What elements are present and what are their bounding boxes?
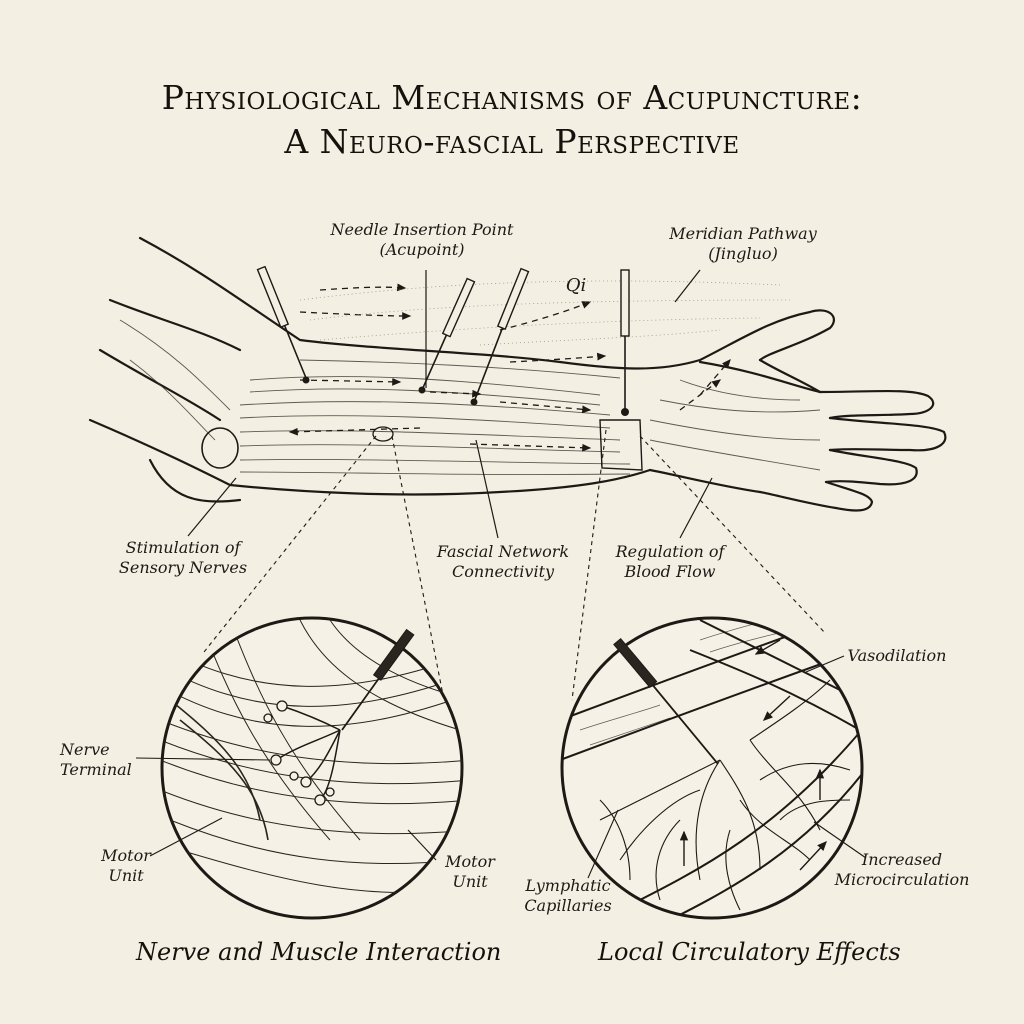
label-micro-line-1: Increased — [832, 850, 972, 870]
label-needle-line-1: Needle Insertion Point — [322, 220, 522, 240]
label-motor-unit-left: Motor Unit — [86, 846, 166, 886]
label-nerve-terminal: Nerve Terminal — [60, 740, 150, 780]
label-meridian-pathway: Meridian Pathway (Jingluo) — [648, 224, 838, 264]
label-motor-right-line-2: Unit — [430, 872, 510, 892]
label-blood-line-2: Blood Flow — [590, 562, 750, 582]
label-fascial-line-1: Fascial Network — [418, 542, 588, 562]
label-nerve-terminal-line-2: Terminal — [60, 760, 150, 780]
label-meridian-line-2: (Jingluo) — [648, 244, 838, 264]
label-increased-microcirculation: Increased Microcirculation — [832, 850, 972, 890]
label-fascial-network: Fascial Network Connectivity — [418, 542, 588, 582]
label-motor-unit-right: Motor Unit — [430, 852, 510, 892]
label-nerve-terminal-line-1: Nerve — [60, 740, 150, 760]
label-sensory-line-2: Sensory Nerves — [98, 558, 268, 578]
label-blood-line-1: Regulation of — [590, 542, 750, 562]
label-sensory-line-1: Stimulation of — [98, 538, 268, 558]
label-lymphatic-capillaries: Lymphatic Capillaries — [518, 876, 618, 916]
label-motor-left-line-2: Unit — [86, 866, 166, 886]
label-needle-insertion-point: Needle Insertion Point (Acupoint) — [322, 220, 522, 260]
label-qi: Qi — [556, 276, 596, 296]
caption-circulatory: Local Circulatory Effects — [598, 938, 901, 966]
label-motor-right-line-1: Motor — [430, 852, 510, 872]
elbow-joint — [202, 428, 238, 468]
qi-stipple — [300, 281, 790, 345]
insertion-dots — [303, 377, 630, 417]
label-vasodilation: Vasodilation — [842, 646, 952, 666]
label-micro-line-2: Microcirculation — [832, 870, 972, 890]
label-needle-line-2: (Acupoint) — [322, 240, 522, 260]
label-lymphatic-line-2: Capillaries — [518, 896, 618, 916]
caption-nerve-muscle: Nerve and Muscle Interaction — [136, 938, 501, 966]
label-meridian-line-1: Meridian Pathway — [648, 224, 838, 244]
label-blood-flow: Regulation of Blood Flow — [590, 542, 750, 582]
label-lymphatic-line-1: Lymphatic — [518, 876, 618, 896]
label-fascial-line-2: Connectivity — [418, 562, 588, 582]
label-motor-left-line-1: Motor — [86, 846, 166, 866]
label-sensory-nerves: Stimulation of Sensory Nerves — [98, 538, 268, 578]
